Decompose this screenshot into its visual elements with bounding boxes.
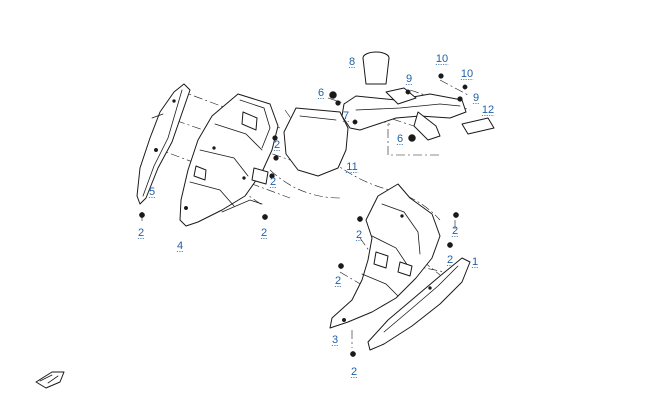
callout-c2d: 2	[261, 227, 267, 239]
callout-c2e: 2	[356, 229, 362, 241]
callout-c2f: 2	[452, 225, 458, 237]
callout-c2h: 2	[335, 275, 341, 287]
callout-c7: 7	[343, 110, 349, 122]
callout-c2g: 2	[447, 254, 453, 266]
callout-c2b: 2	[274, 139, 280, 151]
callout-c2a: 2	[138, 227, 144, 239]
callout-c6b: 6	[397, 133, 403, 145]
callout-c9a: 9	[406, 73, 412, 85]
callout-c3: 3	[332, 334, 338, 346]
callout-c12: 12	[482, 104, 494, 116]
callout-c10a: 10	[436, 53, 448, 65]
callout-c6a: 6	[318, 87, 324, 99]
callout-c9b: 9	[473, 92, 479, 104]
part-4-inner-fairing	[179, 93, 279, 227]
bolt-icons	[139, 135, 459, 357]
part-11-windscreen	[283, 107, 349, 177]
callout-c5: 5	[149, 186, 155, 198]
callout-c8: 8	[349, 56, 355, 68]
callout-c10b: 10	[461, 68, 473, 80]
front-direction-arrow-icon	[35, 371, 65, 389]
part-3-lower-inner-panel	[329, 183, 441, 329]
part-5-side-cover	[136, 83, 191, 205]
callout-c2i: 2	[351, 366, 357, 378]
callout-c1: 1	[472, 256, 478, 268]
callout-c4: 4	[177, 240, 183, 252]
part-1-lower-side-cover	[367, 257, 471, 351]
callout-c2c: 2	[270, 176, 276, 188]
callout-c11: 11	[346, 161, 357, 173]
part-8-mount-bracket	[329, 51, 495, 142]
